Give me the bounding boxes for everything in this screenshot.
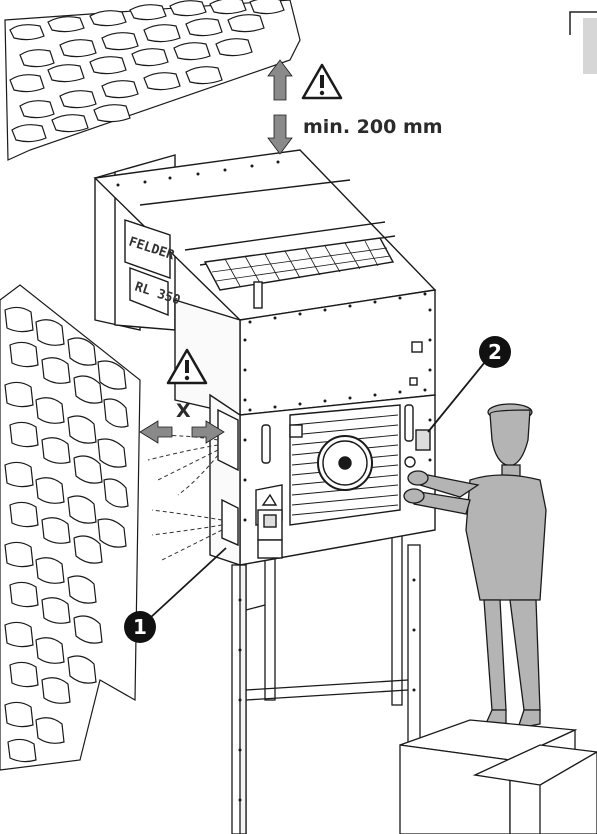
side-brick-wall	[0, 284, 141, 771]
callout-1-number: 1	[133, 615, 147, 639]
callout-2: 2	[427, 336, 511, 433]
callout-2-number: 2	[488, 340, 502, 364]
warning-triangle-icon	[301, 63, 343, 100]
step-platform	[399, 719, 597, 834]
clearance-label: min. 200 mm	[303, 116, 443, 138]
rivets	[116, 160, 432, 802]
warning-triangle-icon-side	[166, 348, 208, 385]
side-clearance-label: X	[176, 400, 191, 422]
page-corner-marker	[569, 11, 597, 74]
arrow-icon	[267, 59, 293, 155]
side-arrow-icon	[139, 420, 225, 444]
machine-stand	[231, 524, 421, 834]
ceiling-brick-wall	[4, 0, 301, 161]
filter-unit	[93, 149, 437, 566]
operator-figure	[403, 403, 547, 729]
callout-1: 1	[124, 547, 227, 643]
